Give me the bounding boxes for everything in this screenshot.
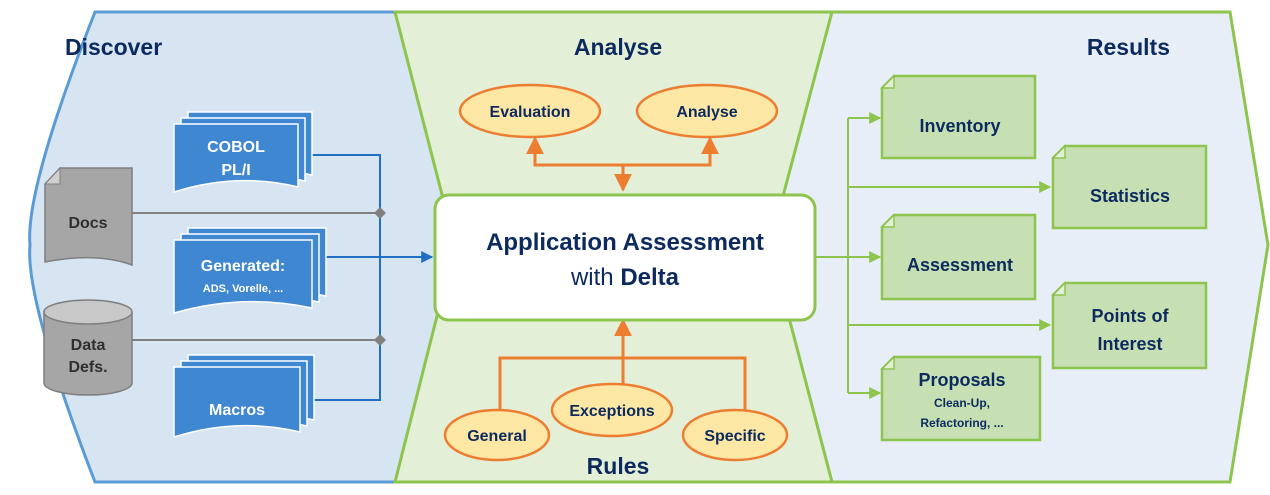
application-assessment-box: Application Assessment with Delta: [433, 193, 817, 322]
generated-doc: Generated: ADS, Vorelle, ...: [173, 227, 327, 314]
proposals-sub-2: Refactoring, ...: [920, 416, 1003, 430]
rules-connectors: [498, 318, 747, 420]
proposals-sub-1: Clean-Up,: [934, 396, 990, 410]
general-node: General: [443, 408, 551, 462]
exceptions-label: Exceptions: [569, 403, 654, 420]
center-with: with: [570, 264, 614, 291]
specific-label: Specific: [704, 428, 765, 445]
analyse-node: Analyse: [635, 83, 779, 139]
assessment-box: Assessment: [880, 213, 1037, 301]
center-title: Application Assessment: [486, 229, 764, 256]
discover-connectors: [132, 154, 434, 401]
specific-node: Specific: [681, 408, 789, 462]
proposals-label: Proposals: [918, 370, 1005, 390]
cobol-label: COBOL: [207, 139, 265, 156]
results-header: Results: [1087, 34, 1170, 60]
defs-label: Defs.: [68, 359, 107, 376]
data-defs-cylinder: Data Defs.: [43, 299, 133, 396]
results-connectors: [812, 112, 1052, 399]
macros-label: Macros: [209, 402, 265, 419]
evaluation-node: Evaluation: [458, 83, 602, 139]
poi-label-1: Points of: [1092, 306, 1170, 326]
points-of-interest-box: Points of Interest: [1051, 281, 1208, 370]
statistics-label: Statistics: [1090, 186, 1170, 206]
generated-label: Generated:: [201, 258, 285, 275]
inventory-label: Inventory: [919, 116, 1000, 136]
generated-sub-label: ADS, Vorelle, ...: [203, 283, 284, 295]
junction-docs: [374, 207, 386, 219]
docs-doc: Docs: [43, 166, 133, 267]
cobol-pli-doc: COBOL PL/I: [173, 111, 313, 194]
statistics-box: Statistics: [1051, 144, 1208, 230]
poi-label-2: Interest: [1097, 334, 1162, 354]
exceptions-node: Exceptions: [550, 382, 674, 438]
pli-label: PL/I: [221, 162, 250, 179]
junction-datadefs: [374, 334, 386, 346]
assessment-label: Assessment: [907, 255, 1013, 275]
center-subtitle: with Delta: [570, 264, 680, 291]
docs-label: Docs: [68, 215, 107, 232]
macros-doc: Macros: [173, 354, 315, 439]
analyse-node-label: Analyse: [676, 104, 737, 121]
analyse-header: Analyse: [574, 34, 662, 60]
proposals-box: Proposals Clean-Up, Refactoring, ...: [880, 355, 1042, 442]
data-label: Data: [71, 337, 106, 354]
discover-header: Discover: [65, 34, 162, 60]
inventory-box: Inventory: [880, 74, 1037, 160]
center-delta: Delta: [620, 264, 679, 291]
general-label: General: [467, 428, 527, 445]
rules-header: Rules: [587, 453, 650, 479]
analyse-connectors: [526, 136, 719, 192]
evaluation-label: Evaluation: [490, 104, 571, 121]
